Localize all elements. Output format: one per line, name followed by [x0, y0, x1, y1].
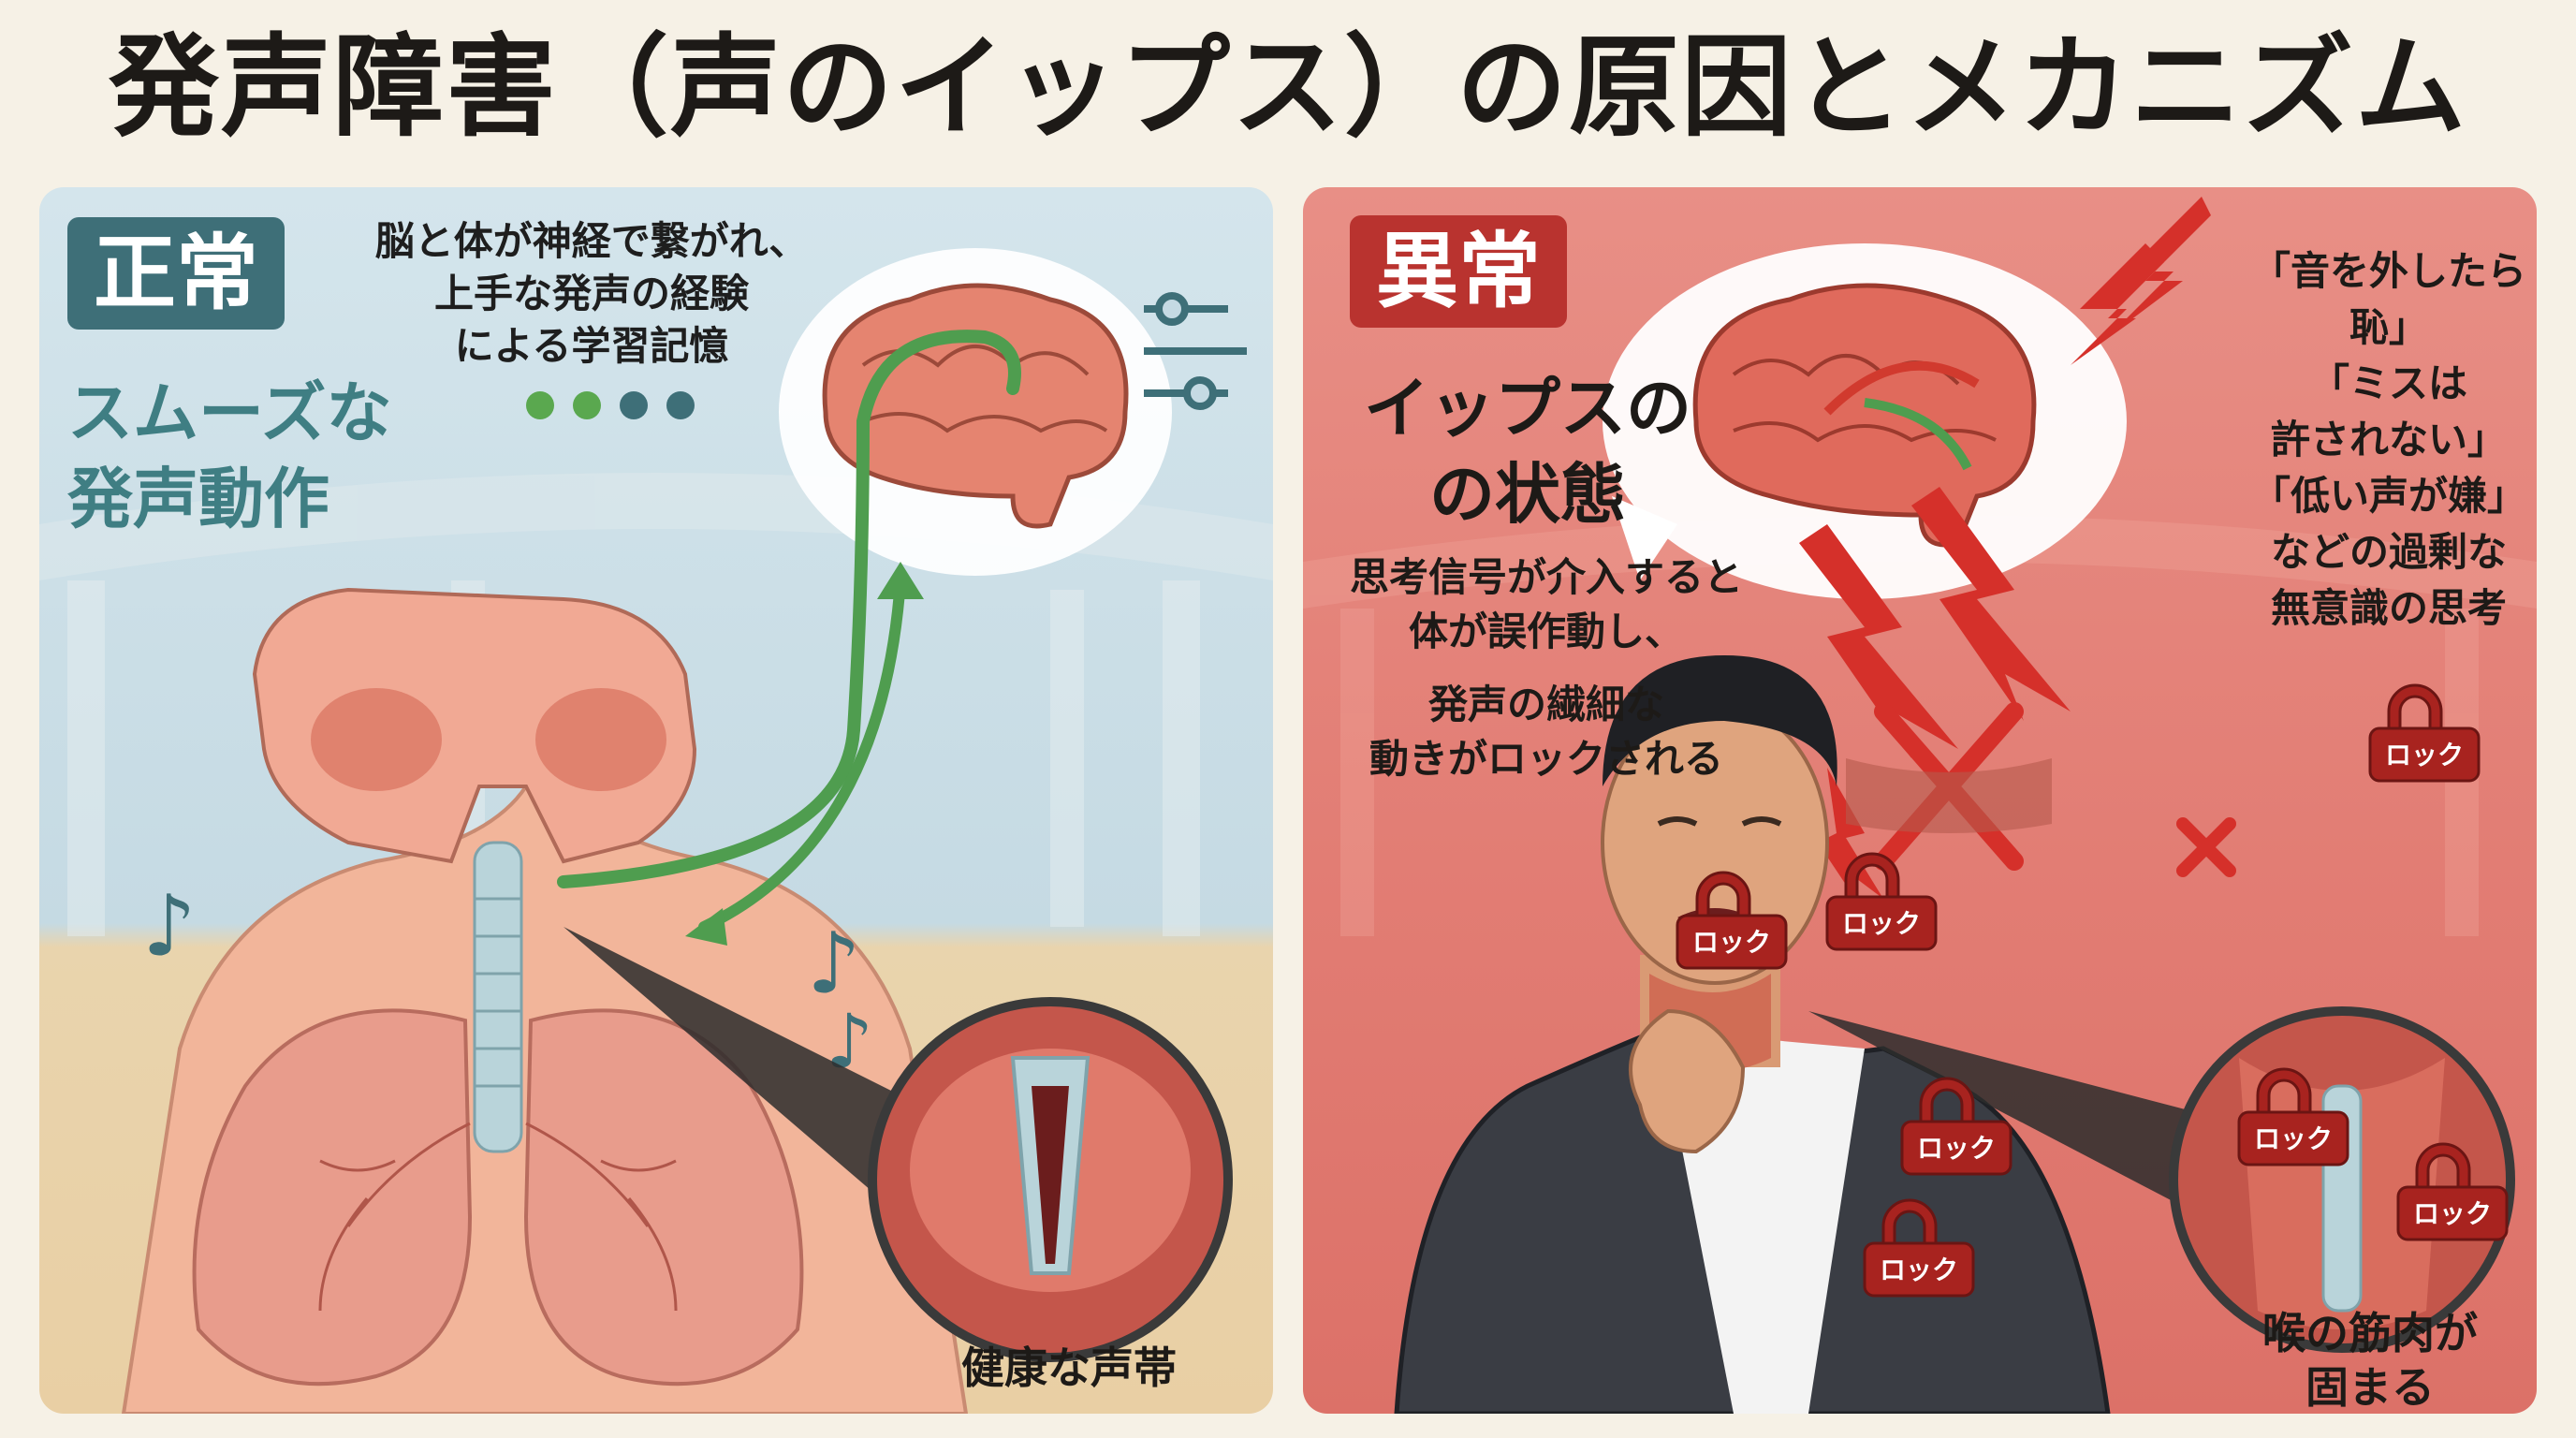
neural-return-path: [698, 575, 906, 932]
neural-path: [557, 330, 1021, 888]
thought-line: 許されない」: [2270, 417, 2507, 462]
music-note-icon: ♪ ♪ ♪: [142, 877, 873, 1085]
abnormal-note-line: 思考信号が介入すると: [1349, 554, 1743, 600]
normal-note-line: 脳と体が神経で繋がれ、: [374, 218, 809, 264]
normal-note-line: 上手な発声の経験: [433, 271, 749, 316]
lock-label: ロック: [1880, 1255, 1958, 1285]
caption-line: 固まる: [2305, 1362, 2435, 1413]
lock-icon: [1676, 683, 2509, 1298]
thought-line: 「低い声が嫌」: [2250, 473, 2526, 519]
lock-label: ロック: [2385, 740, 2464, 770]
lock-label: ロック: [1917, 1133, 1996, 1164]
negative-thoughts: 「音を外したら恥」 「ミスは 許されない」 「低い声が嫌」 などの過剰な 無意識…: [2248, 243, 2529, 637]
neural-arrow-head-up: [877, 562, 924, 599]
normal-heading-line: スムーズな: [67, 374, 392, 451]
neural-arrow-head: [685, 908, 727, 946]
dot-green: [526, 391, 554, 419]
throat-muscle-caption: 喉の筋肉が 固まる: [2230, 1306, 2510, 1414]
abnormal-note-line: 体が誤作動し、: [1408, 609, 1684, 654]
lock-labels: ロック ロック ロック ロック ロック ロック ロック: [1692, 740, 2492, 1285]
thought-line: 「音を外したら恥」: [2250, 248, 2526, 350]
normal-illustration: ♪ ♪ ♪: [39, 248, 1273, 1414]
abnormal-panel: ロック ロック ロック ロック ロック ロック ロック 異常 イップスの の状態…: [1303, 187, 2537, 1414]
normal-heading-line: 発声動作: [67, 461, 329, 537]
slider-icon: [1144, 292, 1247, 410]
lock-label: ロック: [1842, 908, 1921, 939]
svg-text:♪: ♪: [142, 877, 196, 976]
abnormal-illustration: ロック ロック ロック ロック ロック ロック ロック: [1303, 197, 2537, 1414]
normal-panel: ♪ ♪ ♪ 正常 スムーズな 発声動作: [39, 187, 1273, 1414]
healthy-vocal-cords-caption: 健康な声帯: [961, 1343, 1177, 1393]
dot-green: [573, 391, 601, 419]
abnormal-tag: 異常: [1350, 215, 1568, 328]
progress-dots: [526, 391, 695, 419]
normal-heading: スムーズな 発声動作: [67, 370, 461, 542]
abnormal-note: 思考信号が介入すると 体が誤作動し、 発声の繊細な 動きがロックされる: [1322, 550, 1771, 786]
page-title: 発声障害（声のイップス）の原因とメカニズム: [108, 22, 2467, 152]
zoom-pointer: [1808, 1011, 2239, 1236]
lock-label: ロック: [2413, 1198, 2492, 1229]
trachea: [473, 841, 523, 1153]
brain-icon: [1692, 283, 2037, 548]
hair: [1603, 655, 1837, 786]
svg-text:♪: ♪: [807, 915, 860, 1013]
left-lung: [192, 1008, 473, 1387]
hand-on-throat: [1629, 1008, 1746, 1154]
nasal-cavity-left: [311, 688, 442, 791]
zoom-pointer: [564, 927, 957, 1264]
caption-line: 喉の筋肉が: [2262, 1308, 2478, 1358]
nasal-cavity-right: [535, 688, 666, 791]
abnormal-heading-line: の状態: [1429, 456, 1626, 533]
dot-teal: [620, 391, 648, 419]
bubble-tail: [1612, 496, 1677, 580]
thought-line: 無意識の思考: [2270, 585, 2507, 631]
lock-label: ロック: [1692, 927, 1771, 958]
dot-teal: [666, 391, 695, 419]
eyes: [1657, 816, 1782, 827]
lock-label: ロック: [2254, 1123, 2333, 1154]
normal-tag: 正常: [67, 217, 285, 330]
abnormal-heading: イップスの の状態: [1331, 365, 1724, 537]
abnormal-heading-line: イップスの: [1364, 370, 1691, 447]
tense-muscle: [1846, 758, 2052, 833]
normal-note: 脳と体が神経で繋がれ、 上手な発声の経験 による学習記憶: [329, 215, 854, 373]
thought-line: 「ミスは: [2309, 360, 2467, 406]
abnormal-note-line: 動きがロックされる: [1368, 736, 1723, 782]
abnormal-note-line: 発声の繊細な: [1427, 682, 1664, 727]
normal-note-line: による学習記憶: [454, 323, 729, 369]
thought-line: などの過剰な: [2270, 529, 2507, 575]
head-section: [252, 587, 697, 864]
abnormal-note-line: [1322, 659, 1771, 678]
